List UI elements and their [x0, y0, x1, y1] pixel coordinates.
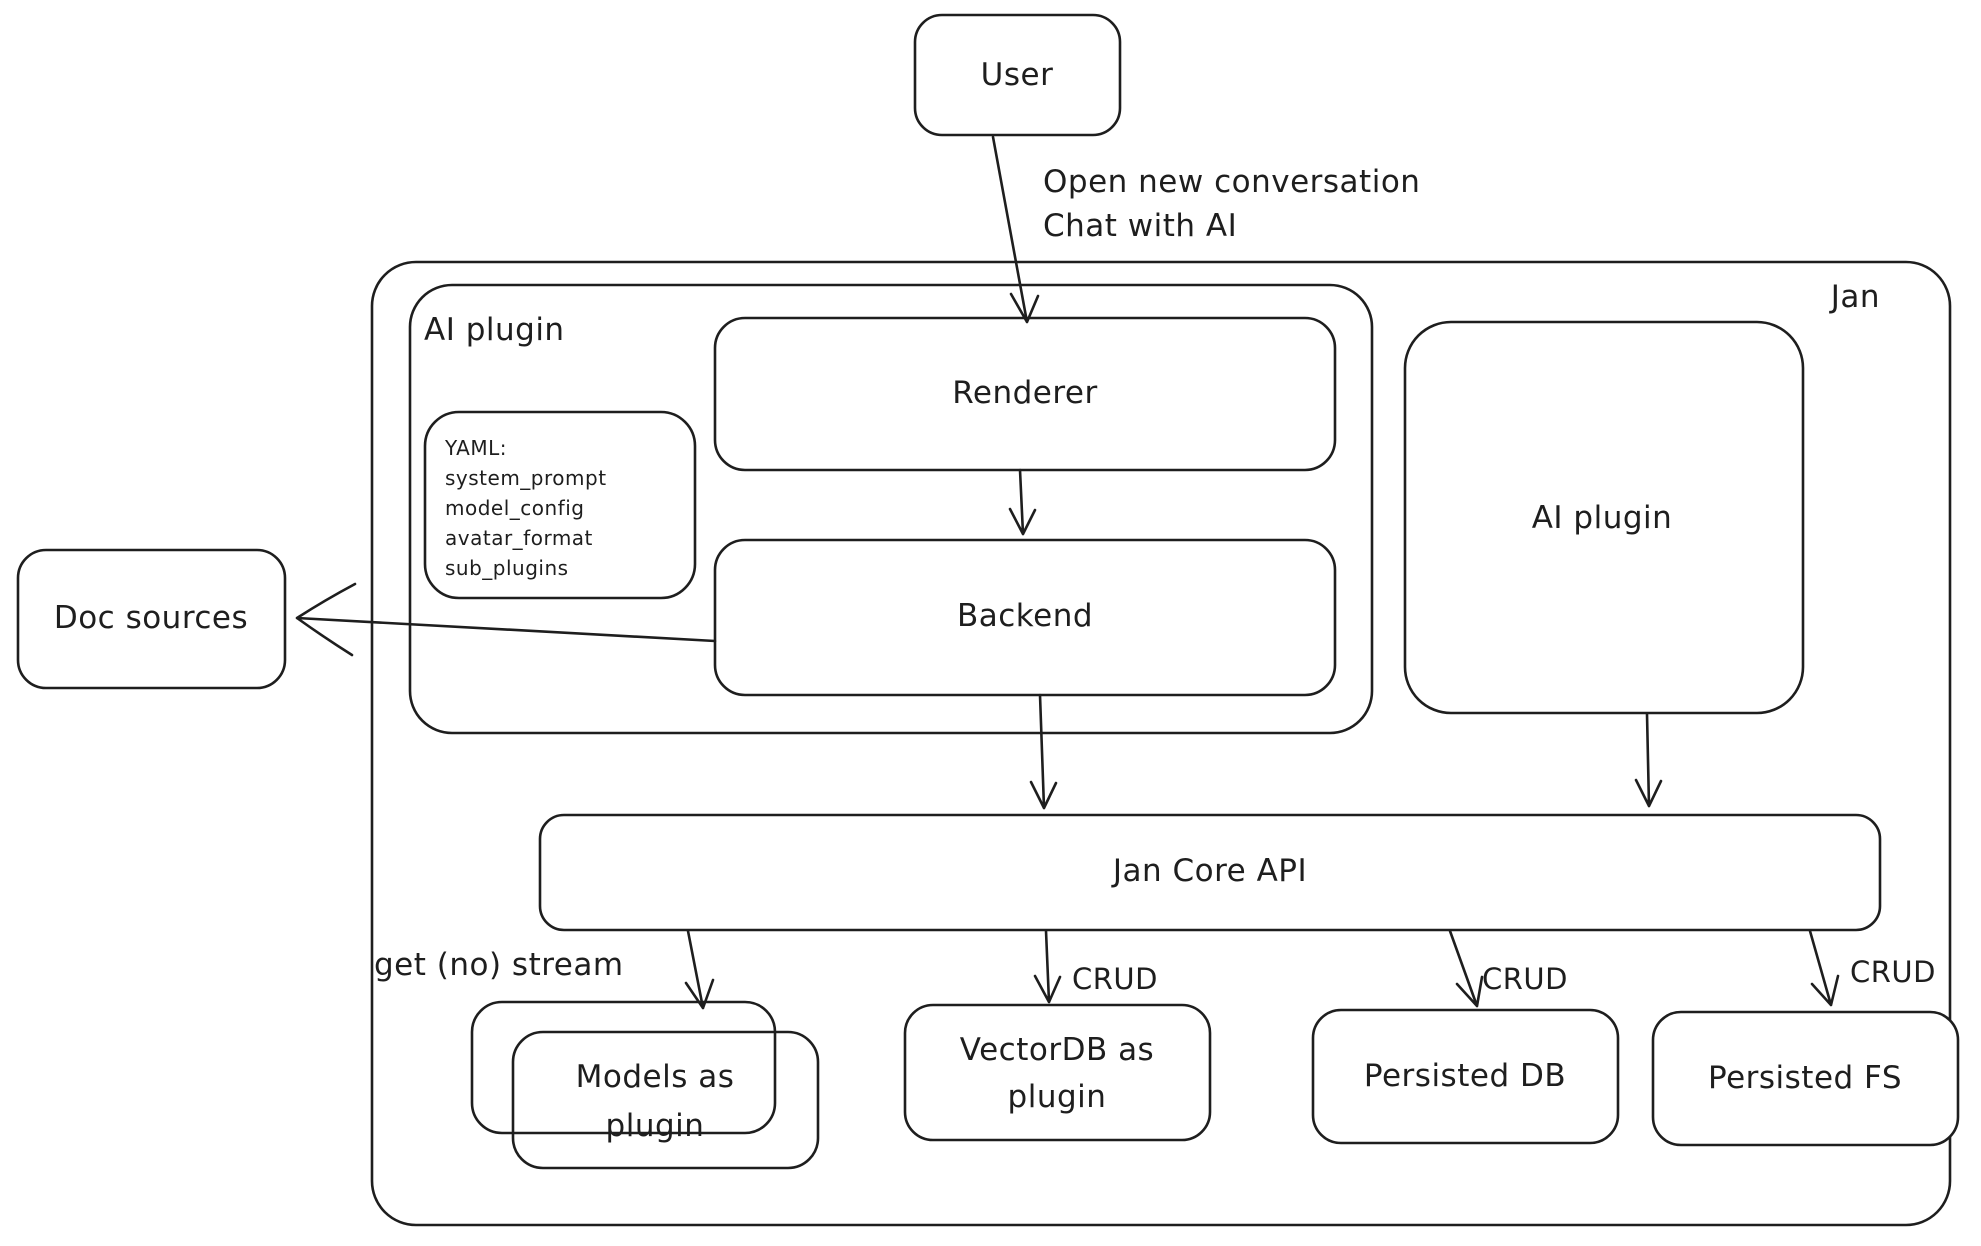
arrow-core-to-persisted-fs [1808, 929, 1840, 1007]
edge-label-get-no-stream: get (no) stream [374, 947, 624, 983]
models-node-front-box [511, 1030, 820, 1170]
yaml-line-avatar-format: avatar_format [445, 526, 593, 550]
backend-node-box [713, 538, 1337, 697]
arrow-ai-plugin-to-core [1634, 712, 1663, 808]
edge-label-chat-with-ai: Chat with AI [1043, 208, 1238, 244]
edge-label-crud-persisted-fs: CRUD [1850, 955, 1936, 989]
ai-plugin-right-node-box [1403, 320, 1805, 715]
persisted-fs-node-box [1651, 1010, 1960, 1147]
jan-container-box [370, 260, 1952, 1227]
arrow-user-to-renderer [991, 135, 1040, 324]
jan-core-api-node-label: Jan Core API [1112, 853, 1308, 889]
arrow-renderer-to-backend [1008, 468, 1037, 536]
arrow-core-to-persisted-db [1448, 929, 1484, 1008]
models-node-label-line1: Models as [575, 1059, 735, 1095]
user-node-box [913, 13, 1122, 137]
edge-label-open-conversation: Open new conversation [1043, 164, 1421, 200]
user-node-label: User [980, 57, 1054, 93]
models-node-label-line2: plugin [605, 1108, 705, 1144]
yaml-note-text: YAML: system_prompt model_config avatar_… [445, 433, 607, 583]
doc-sources-node-label: Doc sources [53, 600, 249, 636]
renderer-node-label: Renderer [952, 375, 1098, 411]
edge-label-crud-vectordb: CRUD [1072, 962, 1158, 996]
arrow-backend-to-core [1029, 693, 1058, 810]
models-node-back-box [470, 1000, 777, 1135]
vectordb-node-label-line1: VectorDB as [959, 1032, 1155, 1068]
yaml-line-system-prompt: system_prompt [445, 466, 607, 490]
vectordb-node-box [903, 1003, 1212, 1142]
ai-plugin-right-node-label: AI plugin [1531, 500, 1673, 536]
ai-plugin-container-box [408, 283, 1374, 735]
persisted-db-node-box [1311, 1008, 1620, 1145]
jan-container-label: Jan [1830, 279, 1880, 315]
arrow-core-to-vectordb [1033, 929, 1062, 1004]
jan-core-api-node-box [538, 813, 1882, 932]
vectordb-node-label-line2: plugin [1007, 1079, 1107, 1115]
persisted-db-node-label: Persisted DB [1363, 1058, 1567, 1094]
doc-sources-node-box [16, 548, 287, 690]
arrow-core-to-models [684, 929, 715, 1010]
yaml-line-title: YAML: [445, 436, 507, 460]
edge-label-crud-persisted-db: CRUD [1482, 962, 1568, 996]
yaml-line-sub-plugins: sub_plugins [445, 556, 569, 580]
ai-plugin-container-label: AI plugin [424, 312, 565, 348]
backend-node-label: Backend [956, 598, 1094, 634]
yaml-line-model-config: model_config [445, 496, 585, 520]
yaml-note-box [423, 410, 697, 600]
persisted-fs-node-label: Persisted FS [1707, 1060, 1903, 1096]
arrow-backend-to-doc-sources [295, 582, 717, 657]
